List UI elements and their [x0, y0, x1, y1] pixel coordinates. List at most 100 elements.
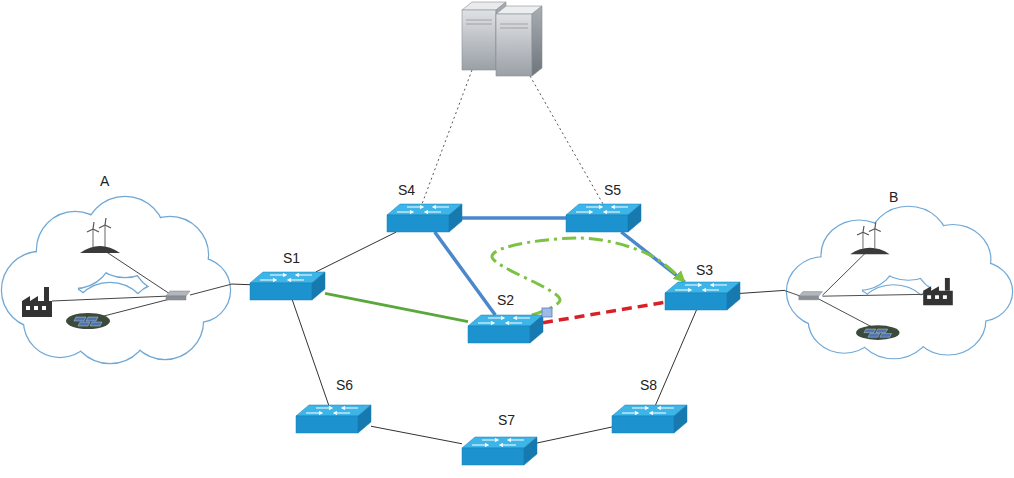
switch-side — [312, 272, 325, 300]
gateway-device — [799, 292, 823, 297]
port-marker — [542, 308, 552, 317]
turbine-blades — [99, 218, 111, 228]
switch-side — [727, 282, 740, 310]
factory-chimney — [945, 278, 950, 291]
switch-front — [296, 416, 358, 433]
switch-arrows — [675, 284, 727, 292]
network-link — [492, 238, 685, 315]
network-switch: S4 — [387, 204, 462, 232]
cloud-outline — [787, 207, 1012, 358]
switch-icon — [566, 204, 641, 232]
network-link — [462, 216, 566, 220]
network-link — [656, 310, 697, 405]
turbine-pole — [105, 225, 106, 247]
site-equipment — [785, 222, 953, 340]
solar-panel — [90, 322, 102, 326]
gateway-device — [166, 291, 190, 296]
site-cloud: A — [0, 195, 232, 365]
turbine-blades — [87, 222, 99, 232]
site-wire — [823, 294, 924, 296]
switch-side — [674, 405, 687, 433]
site-equipment — [22, 218, 232, 329]
factory-building — [923, 286, 953, 305]
network-link — [316, 232, 397, 272]
switch-icon — [612, 405, 687, 433]
switch-front — [665, 293, 727, 310]
switch-front — [612, 416, 674, 433]
server-front — [462, 10, 496, 70]
solar-base — [856, 325, 899, 340]
turbine-blades — [869, 222, 881, 231]
node-label: S6 — [336, 377, 353, 393]
switch-front — [462, 448, 524, 465]
factory-window — [34, 306, 38, 310]
factory-window — [42, 306, 46, 310]
switch-icon — [387, 204, 462, 232]
dotted-line — [422, 70, 472, 204]
solar-panel — [864, 329, 876, 333]
switch-front — [250, 283, 312, 300]
switch-side — [524, 437, 537, 465]
switch-icon — [468, 315, 543, 343]
node-label: B — [889, 189, 898, 205]
cloud-fill — [787, 207, 1012, 358]
network-switch: S8 — [612, 405, 687, 433]
solar-base — [66, 313, 110, 329]
site-wire — [819, 299, 876, 329]
network-link — [543, 302, 665, 322]
server-front — [496, 14, 532, 76]
turbine-pole — [93, 229, 94, 247]
site-wire — [100, 299, 170, 317]
factory-chimney — [44, 287, 49, 301]
network-link — [371, 426, 462, 444]
switch-arrows — [306, 407, 358, 415]
network-link — [325, 293, 468, 321]
switch-side — [530, 315, 543, 343]
switch-front — [566, 215, 628, 232]
solar-panel — [86, 317, 98, 321]
server-symbol — [462, 2, 542, 76]
network-switch: S1 — [250, 272, 325, 300]
switch-arrows — [576, 206, 628, 214]
node-label: A — [100, 173, 109, 189]
cloud-shape — [785, 205, 1014, 360]
network-link — [292, 300, 328, 405]
server-vents — [466, 20, 528, 28]
network-switch: S7 — [462, 437, 537, 465]
factory-window — [927, 295, 931, 299]
node-label: S5 — [604, 182, 621, 198]
solar-panel — [880, 334, 892, 338]
site-wire — [823, 251, 868, 296]
turbine-blades — [857, 226, 869, 235]
switch-icon — [250, 272, 325, 300]
switch-icon — [462, 437, 537, 465]
switch-side — [358, 405, 371, 433]
cloud-lobe — [809, 287, 880, 353]
switch-front — [468, 326, 530, 343]
solar-panel — [876, 329, 888, 333]
wind-farm-base — [80, 246, 120, 253]
factory-building — [22, 296, 52, 317]
network-switch: S6 — [296, 405, 371, 433]
node-label: S8 — [640, 377, 657, 393]
node-label: S7 — [498, 412, 515, 428]
dotted-line — [530, 76, 603, 204]
solar-panel — [868, 334, 880, 338]
solar-panel — [74, 317, 86, 321]
turbine-pole — [862, 232, 863, 248]
cloud-shape — [0, 195, 232, 365]
switch-arrows — [622, 407, 674, 415]
cloud-lobe — [809, 287, 880, 353]
network-link — [435, 232, 496, 315]
switch-arrows — [472, 439, 524, 447]
site-wire — [785, 291, 801, 296]
site-cloud: B — [785, 205, 1014, 360]
switch-side — [628, 204, 641, 232]
switch-icon — [665, 282, 740, 310]
node-label: S1 — [283, 250, 300, 266]
factory-window — [943, 295, 947, 299]
cloud-outline — [2, 197, 230, 363]
